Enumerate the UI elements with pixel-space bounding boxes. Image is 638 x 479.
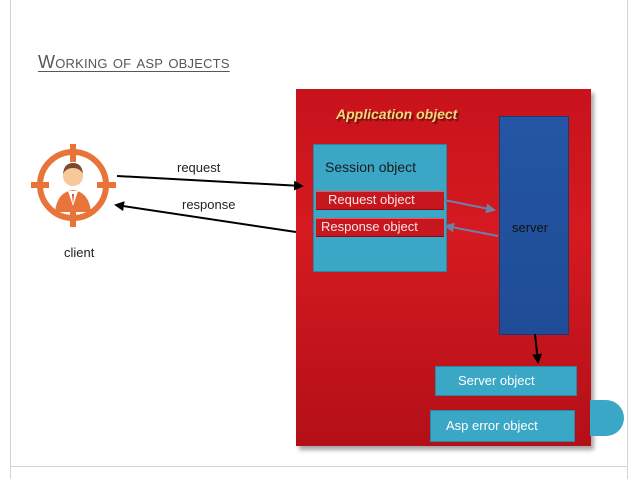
request-to-server-arrow: [443, 199, 496, 214]
response-arrow: [114, 201, 297, 233]
request-arrow: [116, 175, 304, 191]
frame-right-line: [627, 0, 628, 479]
server-to-response-arrow: [444, 222, 499, 237]
frame-bottom-line: [10, 466, 628, 467]
server-object-box: [435, 366, 577, 396]
slide-title: Working of asp objects: [38, 52, 230, 72]
person-target-icon: [31, 144, 116, 227]
asp-error-object-label: Asp error object: [446, 418, 538, 433]
client-label: client: [64, 245, 95, 260]
server-object-label: Server object: [458, 373, 535, 388]
server-box: [499, 116, 569, 335]
response-arrow-label: response: [182, 197, 236, 212]
request-object-label: Request object: [328, 192, 415, 207]
response-object-box: [316, 218, 444, 237]
frame-left-line: [10, 0, 11, 479]
session-object-label: Session object: [325, 159, 417, 175]
response-object-label: Response object: [321, 219, 418, 234]
application-object-label: Application object: [336, 106, 458, 122]
slide-number-badge: [590, 400, 624, 436]
request-object-box: [316, 191, 444, 210]
request-arrow-label: request: [177, 160, 221, 175]
asp-error-object-box: [430, 410, 575, 442]
server-label: server: [512, 220, 549, 235]
server-to-server-object-arrow: [532, 333, 543, 364]
